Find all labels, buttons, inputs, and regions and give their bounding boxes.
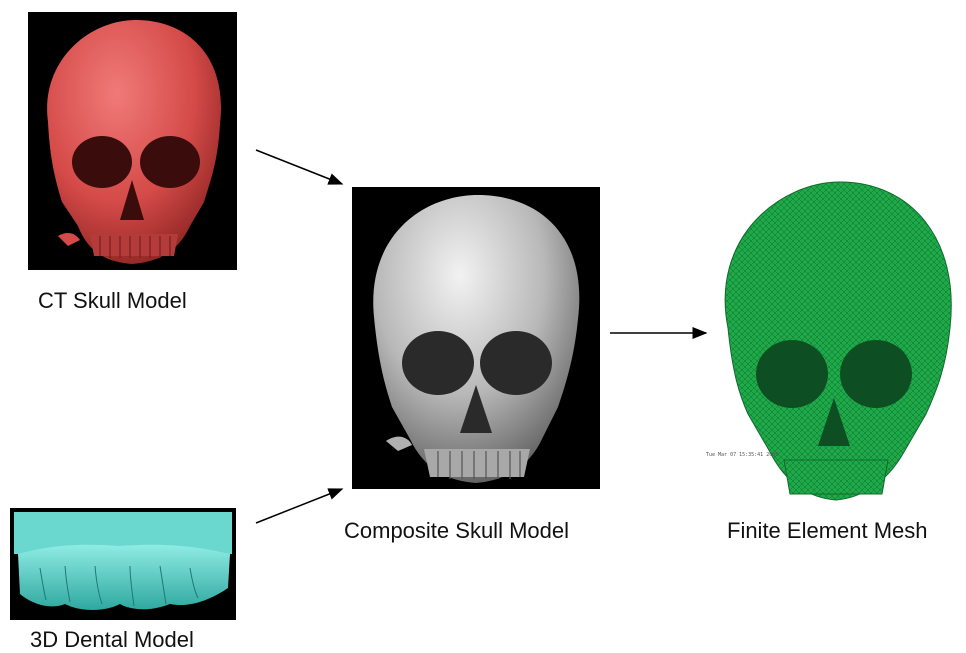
arrow-dental-to-composite: [256, 489, 342, 523]
arrow-ct-to-composite: [256, 150, 342, 184]
